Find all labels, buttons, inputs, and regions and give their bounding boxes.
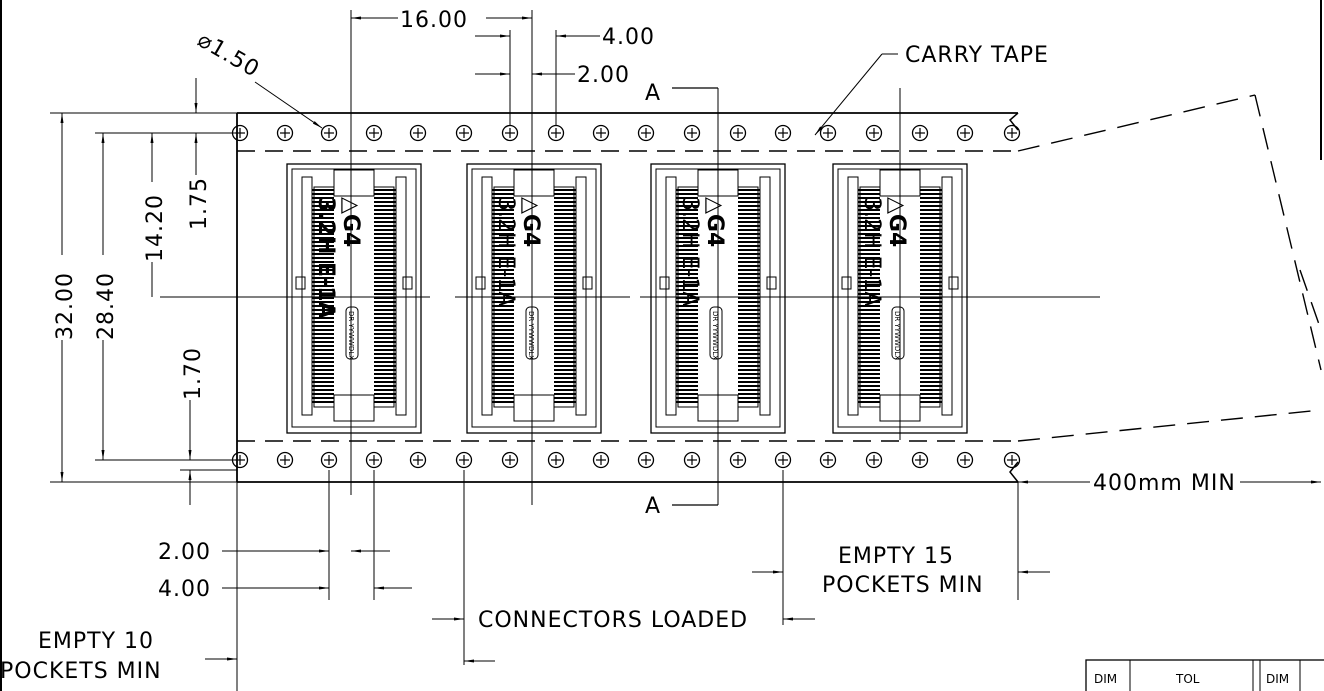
dim-16: 16.00: [351, 8, 532, 33]
date-stamp: DR YYWWDLX: [527, 311, 535, 360]
empty10-line1: EMPTY 10: [38, 629, 154, 654]
tb-col2: TOL: [1175, 672, 1200, 686]
dim-2-bottom: 2.00: [158, 540, 390, 565]
date-stamp: DR YYWWDLX: [711, 311, 719, 360]
dim-400mm: 400mm MIN: [1018, 471, 1321, 496]
dim-2-top: 2.00: [475, 63, 630, 88]
connector-1: △G4 3.2H E-1A DR YYWWDLX: [286, 163, 422, 434]
title-block: DIM TOL DIM: [1085, 659, 1324, 691]
dim-top-edge-label: 1.75: [187, 177, 212, 230]
dim-hole-offset-label: 2.00: [577, 63, 630, 88]
dim-tape-width-label: 32.00: [53, 272, 78, 340]
connector-4: △G4 3.2H E-1A DR YYWWDLX: [832, 163, 968, 434]
connector-3: △G4 3.2H E-1A DR YYWWDLX: [650, 163, 786, 434]
part-marking-line1: △G4: [884, 197, 909, 247]
part-marking-line2: 3.2H E-1A: [859, 197, 884, 306]
dim-leader-label: 400mm MIN: [1093, 471, 1236, 496]
dim-hole-offset-bottom-label: 2.00: [158, 540, 211, 565]
carry-tape-note: CARRY TAPE: [814, 43, 1049, 136]
part-marking-line1: △G4: [702, 197, 727, 247]
carry-tape-label: CARRY TAPE: [905, 43, 1049, 68]
dim-4-top: 4.00: [475, 25, 655, 50]
tb-col1: DIM: [1094, 672, 1117, 686]
dim-center-label: 14.20: [143, 194, 168, 262]
dim-1-70: 1.70: [181, 347, 206, 505]
part-marking-line2: 3.2H E-1A: [313, 197, 338, 319]
section-a-label: A: [645, 494, 661, 519]
dim-hole-span-label: 28.40: [94, 272, 119, 340]
dim-4-bottom: 4.00: [158, 577, 412, 602]
reel-leader: [1017, 94, 1322, 442]
date-stamp: DR YYWWDLX: [893, 311, 901, 360]
dim-bottom-edge-label: 1.70: [181, 347, 206, 400]
note-connectors-loaded: CONNECTORS LOADED: [432, 608, 815, 663]
connectors-loaded-label: CONNECTORS LOADED: [478, 608, 748, 633]
part-marking-line1: △G4: [518, 197, 543, 247]
empty10-line2: POCKETS MIN: [0, 659, 162, 684]
empty15-line2: POCKETS MIN: [822, 573, 984, 598]
connector-2: △G4 3.2H E-1A DR YYWWDLX: [466, 163, 602, 434]
note-empty-15: EMPTY 15 POCKETS MIN: [752, 544, 1050, 598]
part-marking-line2: 3.2H E-1A: [493, 197, 518, 306]
empty15-line1: EMPTY 15: [838, 544, 954, 569]
note-empty-10: EMPTY 10 POCKETS MIN: [0, 629, 237, 684]
dim-1-75: 1.75: [187, 78, 212, 230]
dim-diameter-label: ⌀1.50: [193, 28, 264, 83]
extension-lines: [50, 10, 1019, 691]
dim-32: 32.00: [53, 113, 78, 482]
tb-col3: DIM: [1266, 672, 1289, 686]
section-a-label: A: [645, 81, 661, 106]
section-a-top: A: [645, 81, 718, 106]
dim-14-20: 14.20: [143, 133, 168, 297]
part-marking-line2: 3.2H E-1A: [677, 197, 702, 306]
dim-pitch-label: 16.00: [400, 8, 468, 33]
dim-28-40: 28.40: [94, 133, 119, 460]
section-a-bottom: A: [645, 494, 718, 519]
dim-hole-pitch-bottom-label: 4.00: [158, 577, 211, 602]
dim-hole-pitch-label: 4.00: [602, 25, 655, 50]
